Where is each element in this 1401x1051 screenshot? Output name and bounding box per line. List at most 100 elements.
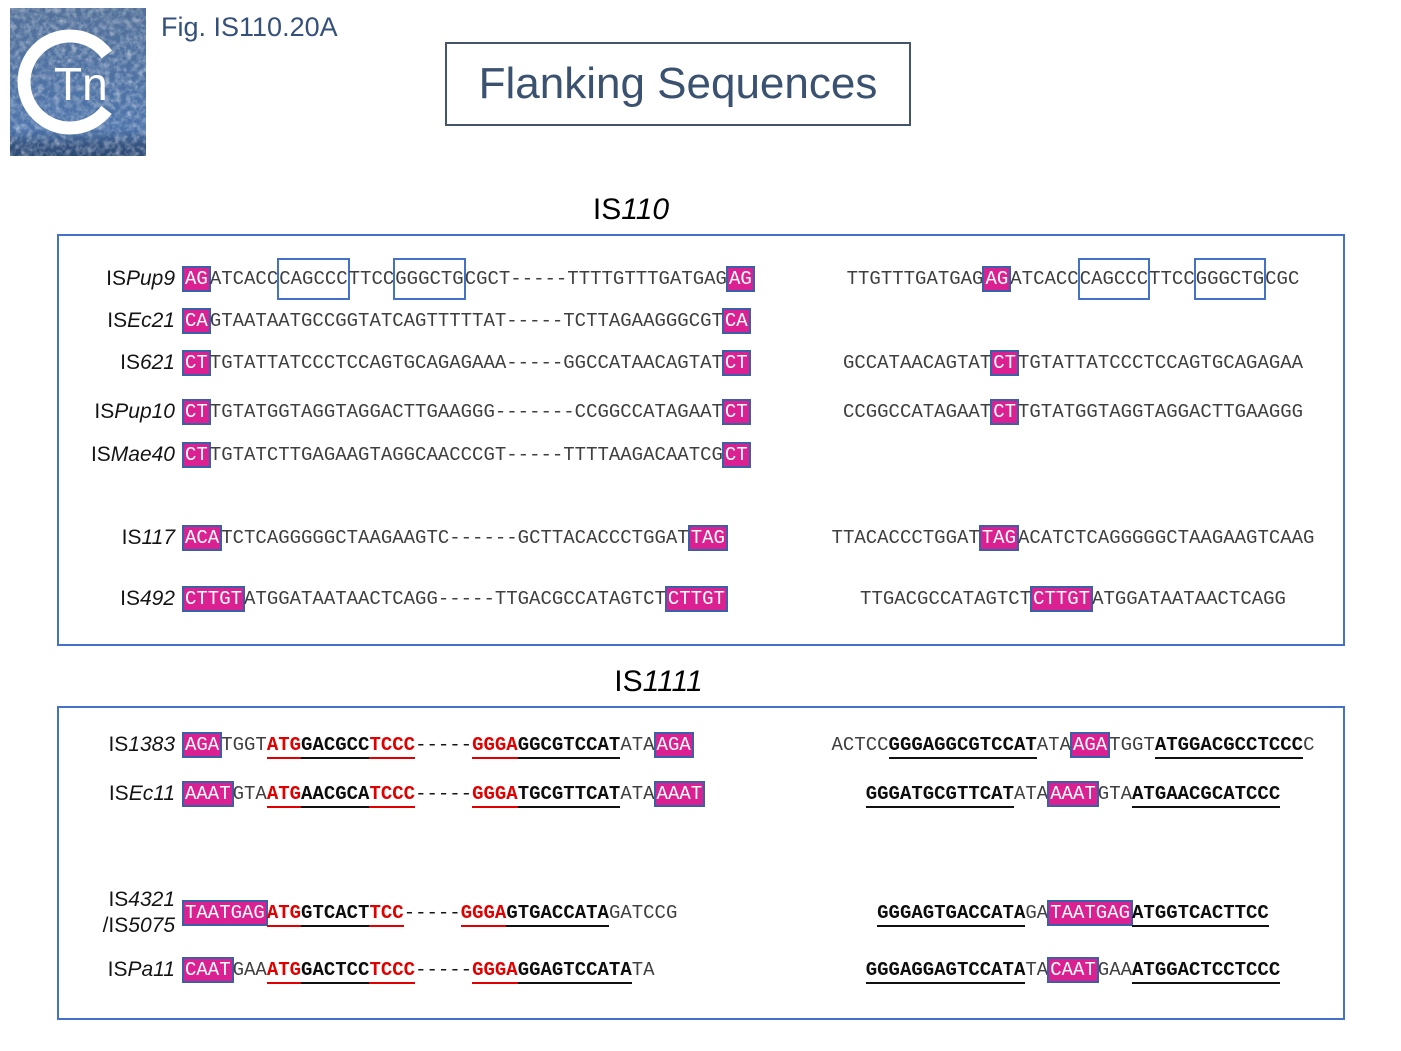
subterminal-motif-bold: GGGATGCGTTCAT bbox=[865, 783, 1014, 808]
subterminal-motif-red: GGGA bbox=[472, 783, 518, 808]
label-text: 621 bbox=[139, 351, 175, 374]
sequence-text: TA bbox=[631, 959, 655, 981]
label-text: IS bbox=[120, 587, 140, 610]
sequence-text: ATGGATAATAACTCAGG-----TTGACGCCATAGTCT bbox=[244, 588, 666, 610]
section-heading-text: 1111 bbox=[642, 665, 703, 698]
label-text: IS bbox=[121, 526, 142, 549]
section-heading-text: IS bbox=[592, 193, 622, 226]
label-text: IS bbox=[108, 888, 129, 911]
subterminal-motif-red: TCCC bbox=[369, 959, 416, 984]
target-duplication-highlight: CTTGT bbox=[182, 586, 246, 612]
target-duplication-highlight: CT bbox=[990, 399, 1019, 425]
is-element-label: IS621 bbox=[65, 350, 177, 376]
subterminal-motif-red: ATG bbox=[266, 959, 302, 984]
sequence-text: ATGGATAATAACTCAGG bbox=[1092, 588, 1286, 610]
is-element-label: ISEc11 bbox=[65, 781, 177, 807]
page-title-box: Flanking Sequences bbox=[445, 42, 911, 126]
label-text: 4321 bbox=[128, 888, 175, 911]
target-duplication-highlight: AAAT bbox=[182, 781, 234, 807]
subterminal-motif-bold: GGAGTCCATA bbox=[517, 959, 632, 984]
target-duplication-highlight: CT bbox=[721, 350, 751, 376]
is-element-label: ISPa11 bbox=[65, 957, 177, 983]
subterminal-motif-bold: ATGGTCACTTCC bbox=[1132, 902, 1269, 927]
target-duplication-highlight: ACA bbox=[182, 525, 223, 551]
target-duplication-highlight: CT bbox=[182, 350, 211, 376]
subterminal-motif-bold: GACTCC bbox=[301, 959, 370, 984]
target-duplication-highlight: CT bbox=[182, 442, 211, 468]
target-duplication-highlight: AAAT bbox=[1047, 781, 1099, 807]
sequence-text: ATA bbox=[620, 734, 655, 756]
sequence-text: ACATCTCAGGGGGCTAAGAAGTCAAG bbox=[1018, 527, 1315, 549]
target-duplication-highlight: CA bbox=[721, 308, 751, 334]
motif-outline-box: GGGCTG bbox=[1193, 258, 1267, 300]
sequence-text: GA bbox=[1025, 902, 1049, 924]
label-text: Pup10 bbox=[114, 400, 175, 423]
tnc-logo-graphic: Tn bbox=[10, 8, 146, 156]
subterminal-motif-bold: TGCGTTCAT bbox=[517, 783, 621, 808]
sequence-text: GTA bbox=[232, 783, 267, 805]
is-element-label: ISPup10 bbox=[65, 399, 177, 425]
label-text: IS bbox=[120, 351, 140, 374]
is-element-label: IS492 bbox=[65, 586, 177, 612]
section-heading-is1111: IS1111 bbox=[57, 662, 1345, 706]
target-duplication-highlight: AG bbox=[182, 266, 211, 292]
sequence-text: GCCATAACAGTAT bbox=[842, 352, 992, 374]
label-text: IS bbox=[108, 733, 129, 756]
subterminal-motif-bold: GGCGTCCAT bbox=[517, 734, 621, 759]
page-title: Flanking Sequences bbox=[478, 59, 878, 108]
target-duplication-highlight: AG bbox=[982, 266, 1012, 292]
target-duplication-highlight: CT bbox=[721, 399, 751, 425]
subterminal-motif-red: ATG bbox=[266, 734, 302, 759]
sequence-text: ATCACC bbox=[1010, 268, 1079, 290]
spacer-dashes: ----- bbox=[415, 734, 473, 756]
label-text: IS bbox=[94, 400, 115, 423]
label-text: Ec21 bbox=[127, 309, 175, 332]
subterminal-motif-bold: ATGAACGCATCCC bbox=[1132, 783, 1281, 808]
sequence-text: ATA bbox=[1013, 783, 1049, 805]
motif-outline-box: CAGCCC bbox=[1077, 258, 1151, 300]
target-duplication-highlight: TAG bbox=[978, 525, 1019, 551]
target-duplication-highlight: AAAT bbox=[653, 781, 706, 807]
is-element-label-line: IS492 bbox=[65, 586, 175, 612]
label-text: IS bbox=[106, 267, 126, 290]
spacer-dashes: ----- bbox=[403, 902, 461, 924]
sequence-text: TGGT bbox=[221, 734, 267, 756]
sequence-text: ATCACC bbox=[209, 268, 279, 290]
sequence-text: CGC bbox=[1265, 268, 1300, 290]
is-element-label-line: IS4321 bbox=[65, 887, 175, 913]
label-text: 117 bbox=[141, 526, 175, 549]
motif-outline-box: GGGCTG bbox=[393, 258, 466, 300]
sequence-text: TTCC bbox=[1149, 268, 1195, 290]
subterminal-motif-red: ATG bbox=[266, 902, 302, 927]
logo-tn-text: Tn bbox=[54, 58, 108, 110]
subterminal-motif-bold: GTGACCATA bbox=[506, 902, 609, 927]
label-text: IS bbox=[107, 309, 128, 332]
sequence-text: TGTATTATCCCTCCAGTGCAGAGAA bbox=[1018, 352, 1304, 374]
is-element-label: IS117 bbox=[65, 525, 177, 551]
section-heading-is110: IS110 bbox=[57, 190, 1345, 234]
target-duplication-highlight: CAAT bbox=[1047, 957, 1099, 983]
is-element-label-line: IS117 bbox=[65, 525, 175, 551]
sequence-text: ATA bbox=[620, 783, 655, 805]
is-element-label: IS4321/IS5075 bbox=[65, 887, 177, 939]
sequence-text: GATCCG bbox=[608, 902, 678, 924]
subterminal-motif-bold: GGGAGTGACCATA bbox=[877, 902, 1026, 927]
is-element-label-line: ISMae40 bbox=[65, 442, 175, 468]
is-element-label-line: /IS5075 bbox=[65, 913, 175, 939]
is-element-label-line: ISEc21 bbox=[65, 308, 175, 334]
